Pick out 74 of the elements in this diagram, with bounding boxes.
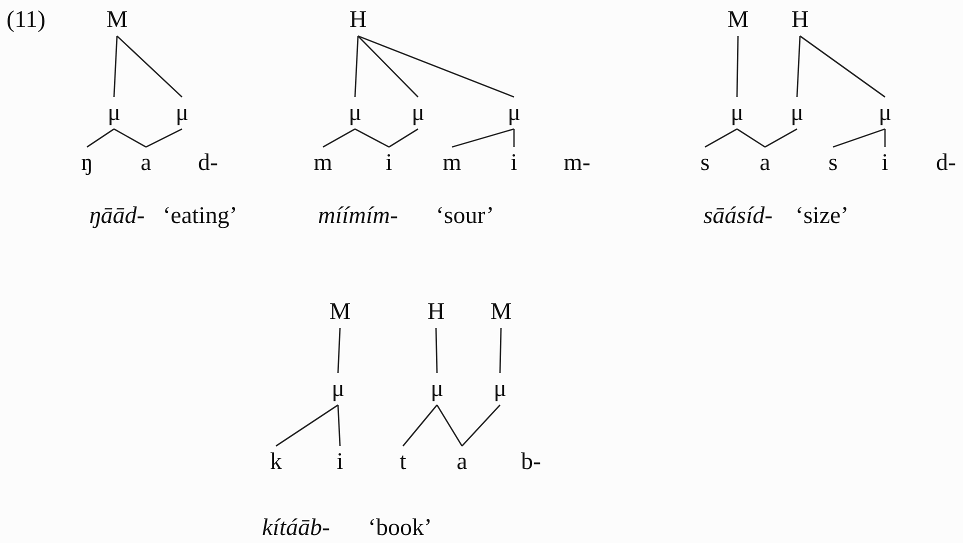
- association-line: [354, 128, 390, 148]
- association-line: [116, 35, 182, 98]
- mora-symbol: μ: [494, 377, 506, 401]
- tone-letter: H: [427, 300, 445, 324]
- association-line: [402, 404, 438, 446]
- segment-letter: a: [456, 450, 468, 474]
- tone-letter: H: [791, 8, 809, 32]
- association-line: [337, 404, 341, 446]
- gloss-text: ‘sour’: [436, 204, 494, 228]
- association-line: [388, 128, 418, 148]
- example-number: (11): [6, 8, 46, 32]
- mora-symbol: μ: [348, 101, 362, 125]
- association-line: [800, 35, 886, 98]
- italic-word: míímím-: [318, 204, 398, 228]
- gloss-text: ‘eating’: [162, 204, 238, 228]
- tone-letter: M: [329, 300, 351, 324]
- segment-letter: i: [336, 450, 344, 474]
- association-line: [461, 404, 501, 446]
- association-line: [499, 328, 502, 374]
- association-line: [354, 36, 359, 98]
- segment-letter: k: [270, 450, 282, 474]
- segment-letter: a: [140, 151, 152, 175]
- mora-symbol: μ: [508, 101, 520, 125]
- mora-symbol: μ: [730, 101, 744, 125]
- association-line: [736, 128, 766, 148]
- segment-letter: m: [442, 151, 462, 175]
- gloss-text: ‘book’: [368, 516, 432, 540]
- segment-letter: i: [882, 151, 888, 175]
- association-line: [736, 36, 739, 98]
- segment-letter: i: [510, 151, 518, 175]
- association-line: [884, 129, 886, 147]
- mora-symbol: μ: [790, 101, 804, 125]
- tone-letter: M: [106, 8, 128, 32]
- segment-letter: ŋ: [81, 151, 93, 175]
- association-line: [358, 36, 418, 98]
- segment-letter: t: [400, 450, 406, 474]
- association-line: [513, 129, 515, 147]
- segment-letter: s: [700, 151, 710, 175]
- mora-symbol: μ: [332, 377, 344, 401]
- tone-letter: H: [349, 8, 367, 32]
- association-line: [322, 128, 356, 148]
- tone-letter: M: [727, 8, 749, 32]
- mora-symbol: μ: [430, 377, 444, 401]
- segment-letter: s: [828, 151, 838, 175]
- association-line: [764, 128, 798, 148]
- association-line: [435, 328, 438, 374]
- association-line: [796, 36, 801, 98]
- segment-letter: b-: [521, 450, 541, 474]
- segment-letter: m: [314, 151, 332, 175]
- mora-symbol: μ: [108, 101, 120, 125]
- association-line: [146, 128, 182, 148]
- mora-symbol: μ: [412, 101, 424, 125]
- association-line: [86, 128, 114, 148]
- segment-letter: d-: [198, 151, 218, 175]
- mora-symbol: μ: [176, 101, 188, 125]
- association-line: [276, 404, 338, 447]
- italic-word: kítáāb-: [262, 516, 330, 540]
- gloss-text: ‘size’: [795, 204, 849, 228]
- tone-letter: M: [490, 300, 512, 324]
- segment-letter: d-: [936, 151, 956, 175]
- segment-letter: i: [386, 151, 392, 175]
- association-line: [358, 35, 514, 98]
- association-line: [337, 328, 341, 374]
- mora-symbol: μ: [878, 101, 892, 125]
- association-line: [436, 404, 463, 446]
- association-line: [114, 128, 146, 148]
- segment-letter: m-: [564, 151, 590, 175]
- association-line: [113, 36, 118, 98]
- italic-word: sāásíd-: [703, 204, 773, 228]
- association-line: [704, 128, 738, 148]
- association-line: [452, 128, 514, 148]
- segment-letter: a: [760, 151, 770, 175]
- association-line: [832, 128, 886, 148]
- italic-word: ŋāād-: [89, 204, 145, 228]
